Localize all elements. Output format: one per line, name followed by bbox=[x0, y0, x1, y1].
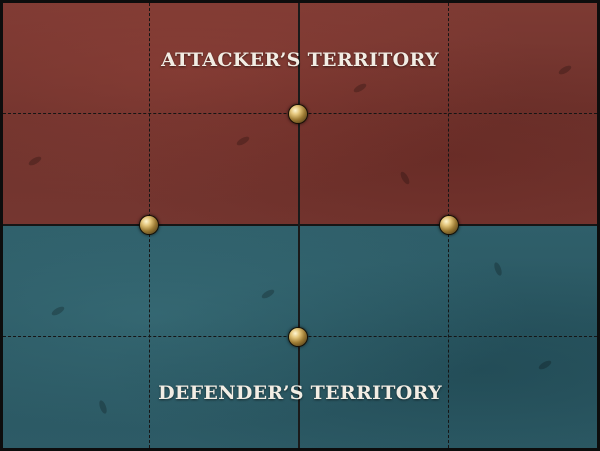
defender-territory-label: DEFENDER’S TERRITORY bbox=[158, 382, 442, 404]
terrain-speck bbox=[260, 287, 276, 301]
terrain-speck bbox=[398, 170, 412, 186]
terrain-speck bbox=[537, 358, 553, 372]
terrain-speck bbox=[50, 304, 66, 318]
center-line-vertical bbox=[298, 3, 300, 448]
objective-marker-bottom-center[interactable] bbox=[289, 328, 307, 346]
terrain-speck bbox=[352, 81, 368, 95]
objective-marker-top-center[interactable] bbox=[289, 105, 307, 123]
objective-marker-right[interactable] bbox=[440, 216, 458, 234]
terrain-speck bbox=[235, 134, 251, 148]
terrain-speck bbox=[492, 261, 504, 277]
attacker-territory-label: ATTACKER’S TERRITORY bbox=[161, 49, 439, 71]
battlefield-map: ATTACKER’S TERRITORY DEFENDER’S TERRITOR… bbox=[3, 3, 597, 448]
zone-divider-line bbox=[3, 224, 597, 226]
terrain-speck bbox=[27, 154, 43, 168]
objective-marker-left[interactable] bbox=[140, 216, 158, 234]
